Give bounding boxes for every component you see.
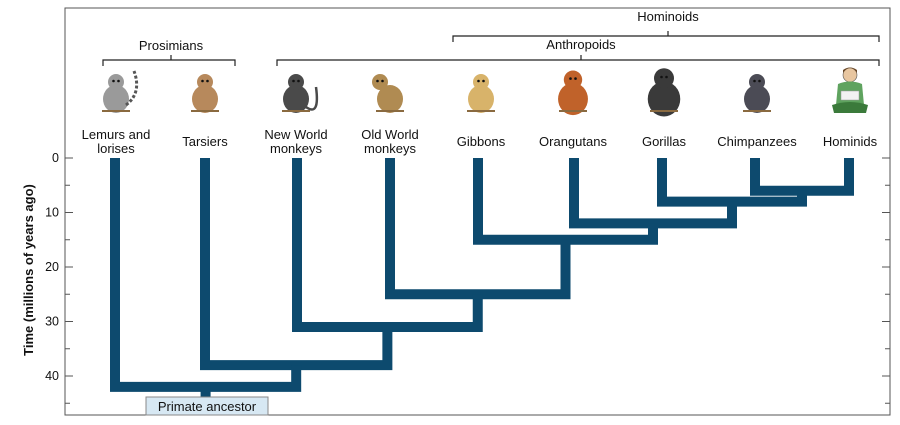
taxon-label-gibbons: Gibbons [457, 134, 506, 149]
group-label-anthropoids: Anthropoids [546, 37, 616, 52]
branches [110, 158, 854, 397]
taxon-label-orangutans: Orangutans [539, 134, 607, 149]
y-tick-label: 30 [45, 315, 59, 329]
y-axis-ticks: 0 10 20 30 40 [45, 151, 890, 404]
orangutan-icon [558, 70, 588, 116]
y-tick-label: 10 [45, 206, 59, 220]
tarsier-icon [191, 74, 219, 113]
bracket-anthropoids [276, 59, 880, 66]
taxon-label-lemurs-line2: lorises [97, 141, 135, 156]
gorilla-icon [647, 68, 681, 117]
y-tick-label: 20 [45, 260, 59, 274]
group-brackets: Prosimians Anthropoids Hominoids [102, 9, 880, 66]
root-label-text: Primate ancestor [158, 399, 257, 414]
bracket-hominoids [452, 35, 880, 42]
taxon-label-tarsiers: Tarsiers [182, 134, 228, 149]
taxon-label-nwm-line2: monkeys [270, 141, 323, 156]
baboon-icon [372, 74, 404, 113]
taxon-label-nwm: New World [264, 127, 327, 142]
bracket-prosimians [102, 59, 236, 66]
root-label-box [145, 396, 269, 416]
spider-monkey-icon [282, 74, 319, 113]
root-label: Primate ancestor [145, 396, 269, 416]
taxon-label-owm: Old World [361, 127, 419, 142]
taxon-label-lemurs: Lemurs and [82, 127, 151, 142]
group-label-hominoids: Hominoids [637, 9, 699, 24]
lemur-icon [102, 70, 139, 113]
gibbon-icon [467, 74, 495, 113]
chimpanzee-icon [743, 74, 771, 113]
taxon-label-owm-line2: monkeys [364, 141, 417, 156]
y-tick-label: 40 [45, 369, 59, 383]
animal-icons [102, 67, 868, 117]
y-axis-label: Time (millions of years ago) [21, 184, 36, 356]
group-label-prosimians: Prosimians [139, 38, 204, 53]
taxon-label-gorillas: Gorillas [642, 134, 687, 149]
taxon-label-chimps: Chimpanzees [717, 134, 797, 149]
human-icon [832, 67, 868, 113]
taxon-label-hominids: Hominids [823, 134, 878, 149]
y-tick-label: 0 [52, 151, 59, 165]
